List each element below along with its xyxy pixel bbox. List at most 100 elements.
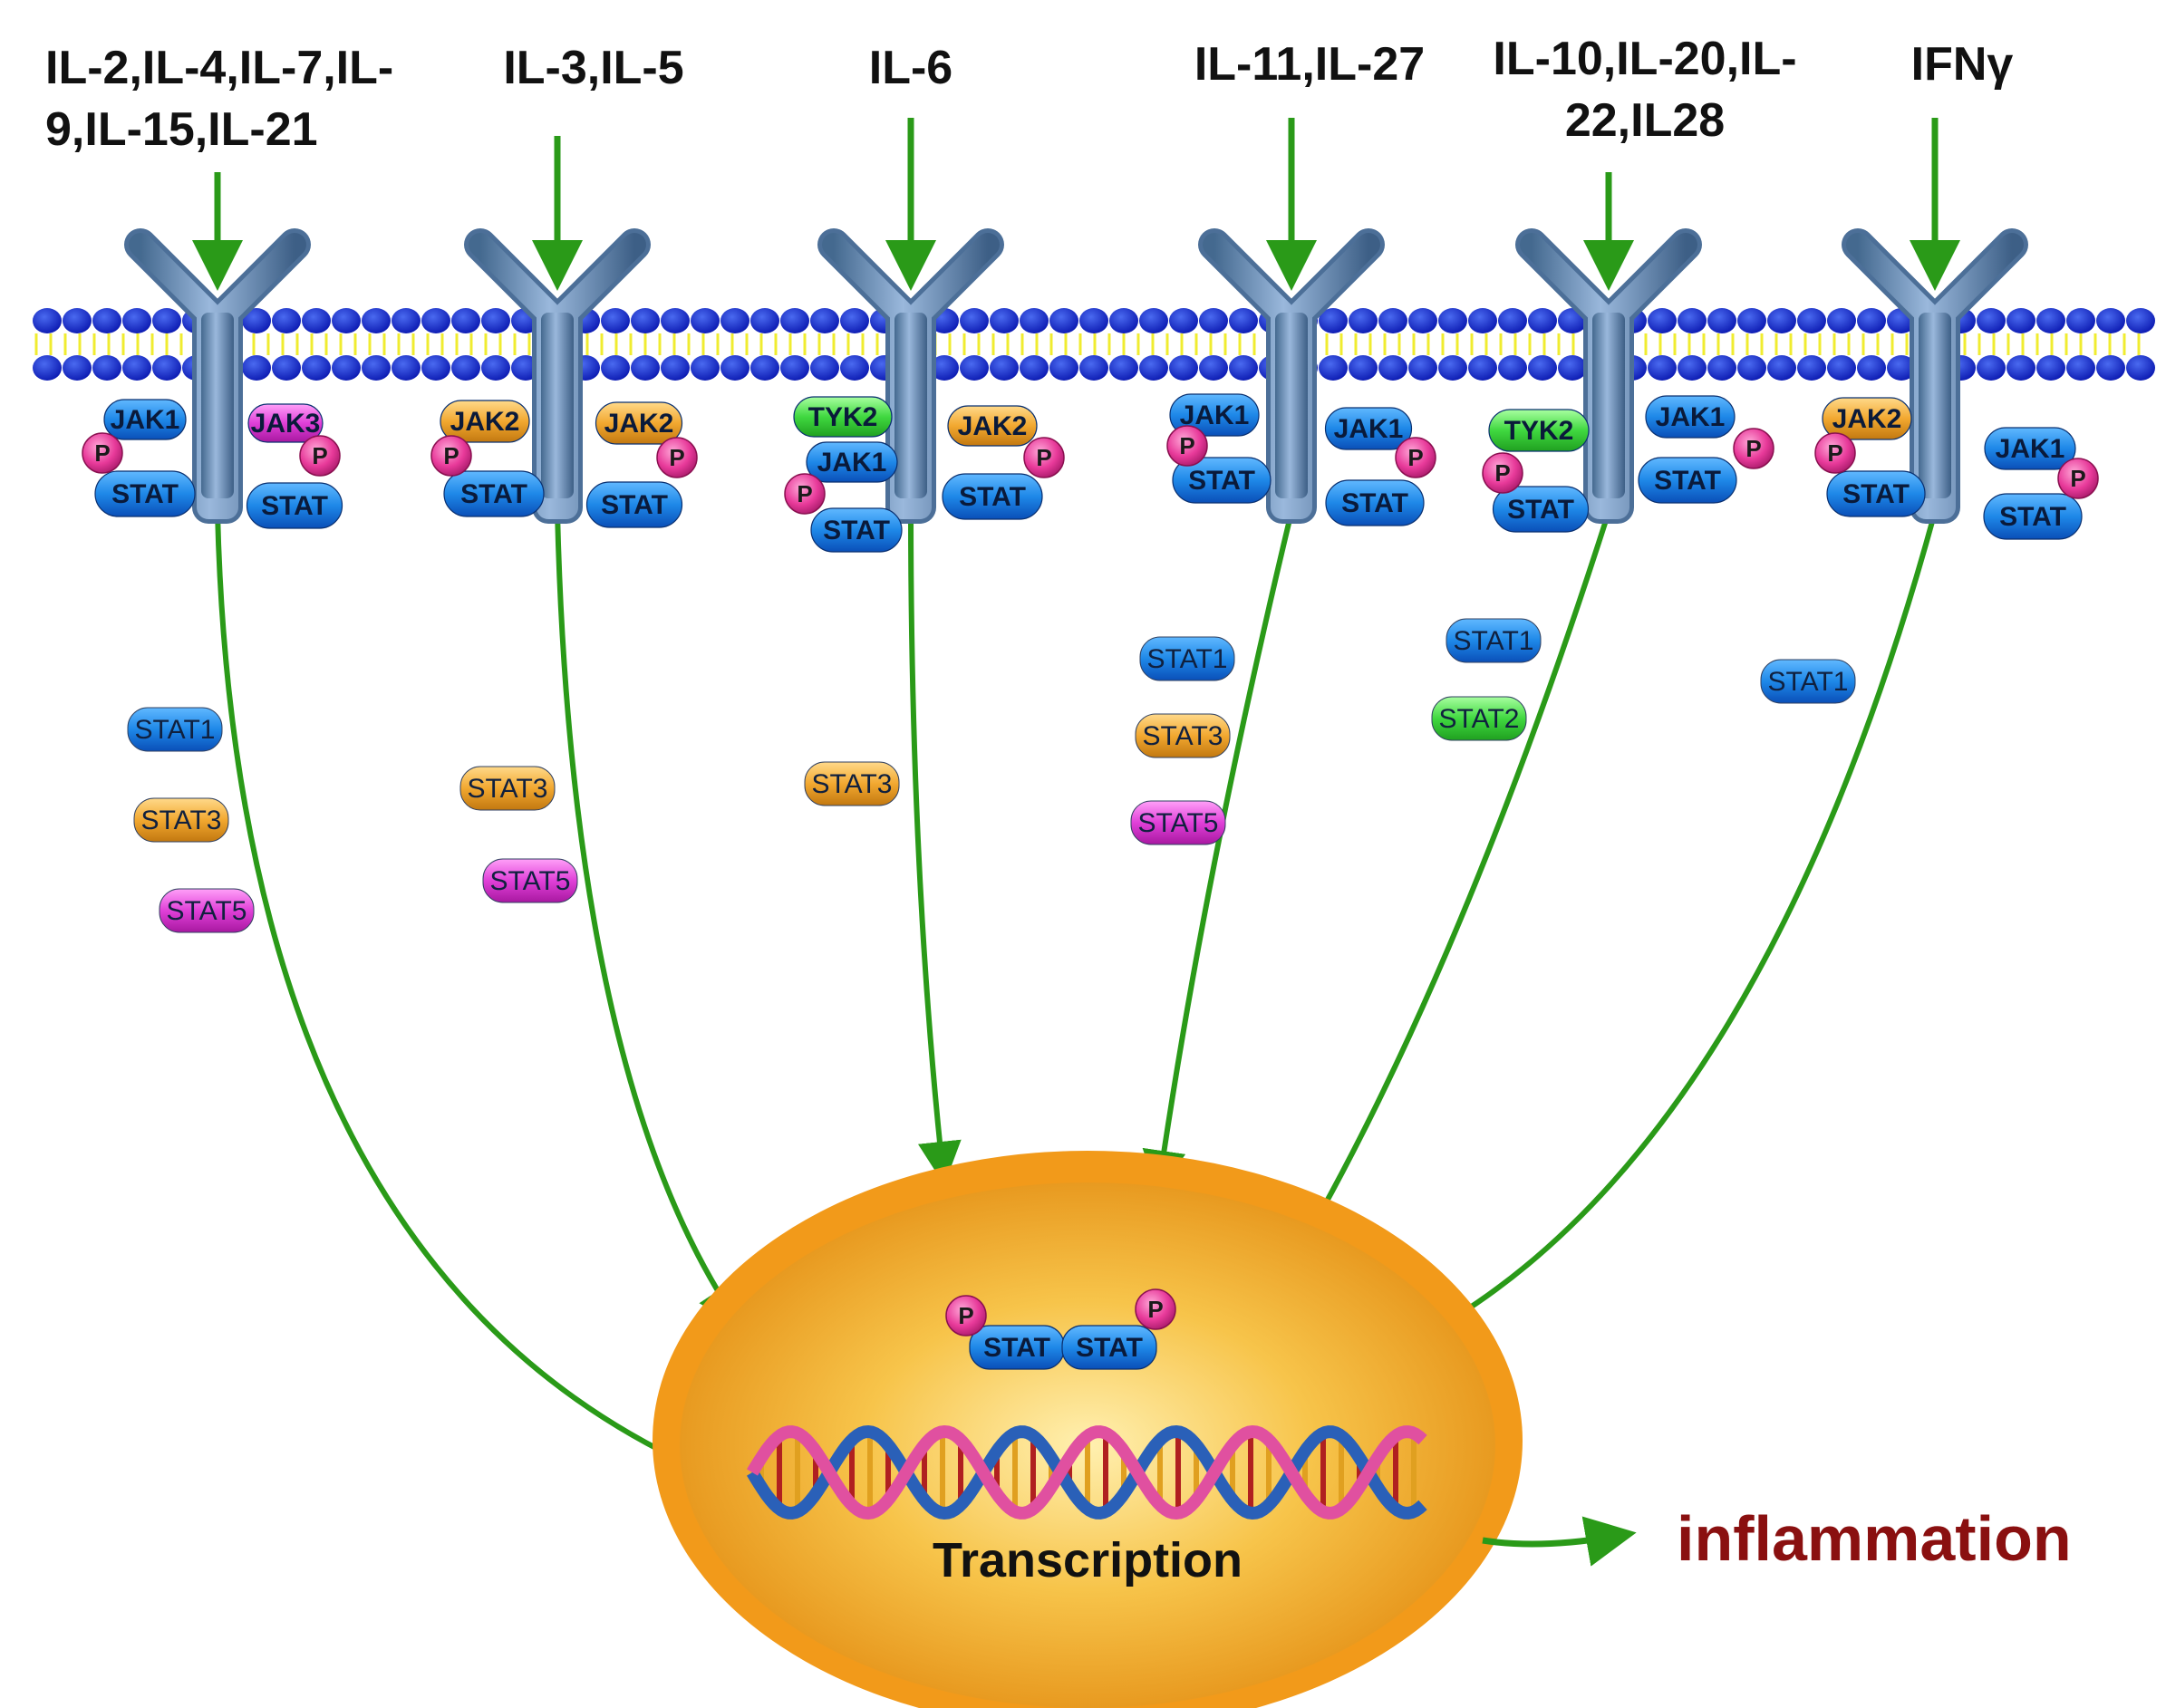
protein-label: STAT xyxy=(1842,479,1910,509)
lipid-head xyxy=(780,355,809,381)
free-stat: STAT3 xyxy=(1135,713,1231,758)
lipid-head xyxy=(1378,355,1407,381)
lipid-head xyxy=(1558,355,1587,381)
cytokine-labels: IL-2,IL-4,IL-7,IL-9,IL-15,IL-21IL-3,IL-5… xyxy=(45,33,2013,156)
lipid-head xyxy=(392,355,421,381)
lipid-head xyxy=(1199,355,1228,381)
free-stat: STAT1 xyxy=(1760,659,1856,704)
lipid-head xyxy=(1139,355,1168,381)
kinase-protein: JAK3 xyxy=(247,403,324,443)
lipid-head xyxy=(272,308,301,333)
lipid-head xyxy=(421,355,450,381)
lipid-head xyxy=(1857,355,1886,381)
lipid-head xyxy=(1020,355,1049,381)
lipid-head xyxy=(481,308,510,333)
dimer-stat-label: STAT xyxy=(983,1333,1050,1363)
lipid-head xyxy=(1797,308,1826,333)
signal-arrow xyxy=(215,511,722,1482)
lipid-head xyxy=(780,308,809,333)
free-stat: STAT3 xyxy=(804,761,900,806)
stat-protein: STAT xyxy=(94,470,196,517)
stat-protein: STAT xyxy=(1172,457,1272,504)
lipid-head xyxy=(2066,355,2095,381)
lipid-head xyxy=(1020,308,1049,333)
dimer-phospho: P xyxy=(945,1295,987,1336)
lipid-head xyxy=(720,355,749,381)
inflammation-label: inflammation xyxy=(1677,1503,2072,1574)
lipid-head xyxy=(1349,355,1378,381)
lipid-head xyxy=(302,308,331,333)
cell-membrane xyxy=(33,308,2155,381)
cytokine-label: 22,IL28 xyxy=(1565,94,1725,147)
lipid-head xyxy=(631,355,660,381)
stat-protein: STAT xyxy=(1638,457,1737,504)
lipid-head xyxy=(332,355,361,381)
phospho-group: P xyxy=(82,432,123,474)
protein-label: STAT xyxy=(601,490,668,520)
protein-label: JAK1 xyxy=(1180,400,1250,430)
phospho-label: P xyxy=(443,442,459,469)
protein-label: JAK1 xyxy=(111,405,180,435)
lipid-head xyxy=(92,355,121,381)
lipid-head xyxy=(810,355,839,381)
protein-label: JAK1 xyxy=(817,448,887,478)
kinase-protein: JAK1 xyxy=(806,441,898,483)
lipid-head xyxy=(960,308,989,333)
lipid-head xyxy=(451,308,480,333)
lipid-head xyxy=(242,308,271,333)
free-stat-groups: STAT1STAT3STAT5STAT3STAT5STAT3STAT1STAT3… xyxy=(127,618,1856,933)
lipid-head xyxy=(1767,355,1796,381)
lipid-head xyxy=(2126,308,2155,333)
lipid-head xyxy=(33,308,62,333)
free-stat-label: STAT5 xyxy=(490,866,571,896)
free-stat: STAT1 xyxy=(1139,636,1235,681)
lipid-head xyxy=(1319,308,1348,333)
phospho-group: P xyxy=(1166,425,1208,467)
protein-label: JAK2 xyxy=(450,407,520,437)
free-stat: STAT5 xyxy=(1130,800,1226,845)
free-stat-label: STAT3 xyxy=(812,769,893,799)
receptor xyxy=(817,228,1004,524)
lipid-head xyxy=(481,355,510,381)
phospho-group: P xyxy=(430,435,472,477)
cytokine-label: IL-10,IL-20,IL- xyxy=(1493,33,1796,85)
phospho-group: P xyxy=(1395,437,1436,478)
protein-label: JAK2 xyxy=(1832,404,1902,434)
protein-label: JAK1 xyxy=(1656,402,1726,432)
dna-strand xyxy=(747,1424,1427,1520)
dimer-phospho-label: P xyxy=(958,1302,973,1329)
free-stat-label: STAT5 xyxy=(167,896,247,926)
lipid-head xyxy=(1648,308,1677,333)
lipid-head xyxy=(63,308,92,333)
free-stat-label: STAT3 xyxy=(1143,721,1223,751)
stat-protein: STAT xyxy=(1492,486,1590,533)
phospho-label: P xyxy=(1827,439,1842,467)
protein-label: JAK1 xyxy=(1996,434,2065,464)
lipid-head xyxy=(1468,355,1497,381)
lipid-head xyxy=(1977,308,2006,333)
protein-label: STAT xyxy=(1341,488,1408,518)
lipid-head xyxy=(152,308,181,333)
lipid-head xyxy=(1319,355,1348,381)
lipid-head xyxy=(1049,308,1078,333)
protein-label: TYK2 xyxy=(808,402,878,432)
receptor xyxy=(464,228,651,524)
lipid-head xyxy=(1678,355,1707,381)
kinase-protein: JAK2 xyxy=(595,401,683,445)
phospho-group: P xyxy=(299,435,341,477)
lipid-head xyxy=(1169,308,1198,333)
free-stat-label: STAT2 xyxy=(1439,704,1520,734)
lipid-head xyxy=(1438,355,1467,381)
kinase-protein: JAK1 xyxy=(1169,393,1260,437)
lipid-head xyxy=(691,355,720,381)
lipid-head xyxy=(1169,355,1198,381)
lipid-head xyxy=(1079,308,1108,333)
cytokine-label: IL-3,IL-5 xyxy=(503,42,683,94)
lipid-head xyxy=(1109,355,1138,381)
lipid-head xyxy=(960,355,989,381)
phospho-group: P xyxy=(1733,428,1774,469)
free-stat: STAT2 xyxy=(1431,696,1527,741)
kinase-protein: JAK1 xyxy=(1324,407,1413,450)
